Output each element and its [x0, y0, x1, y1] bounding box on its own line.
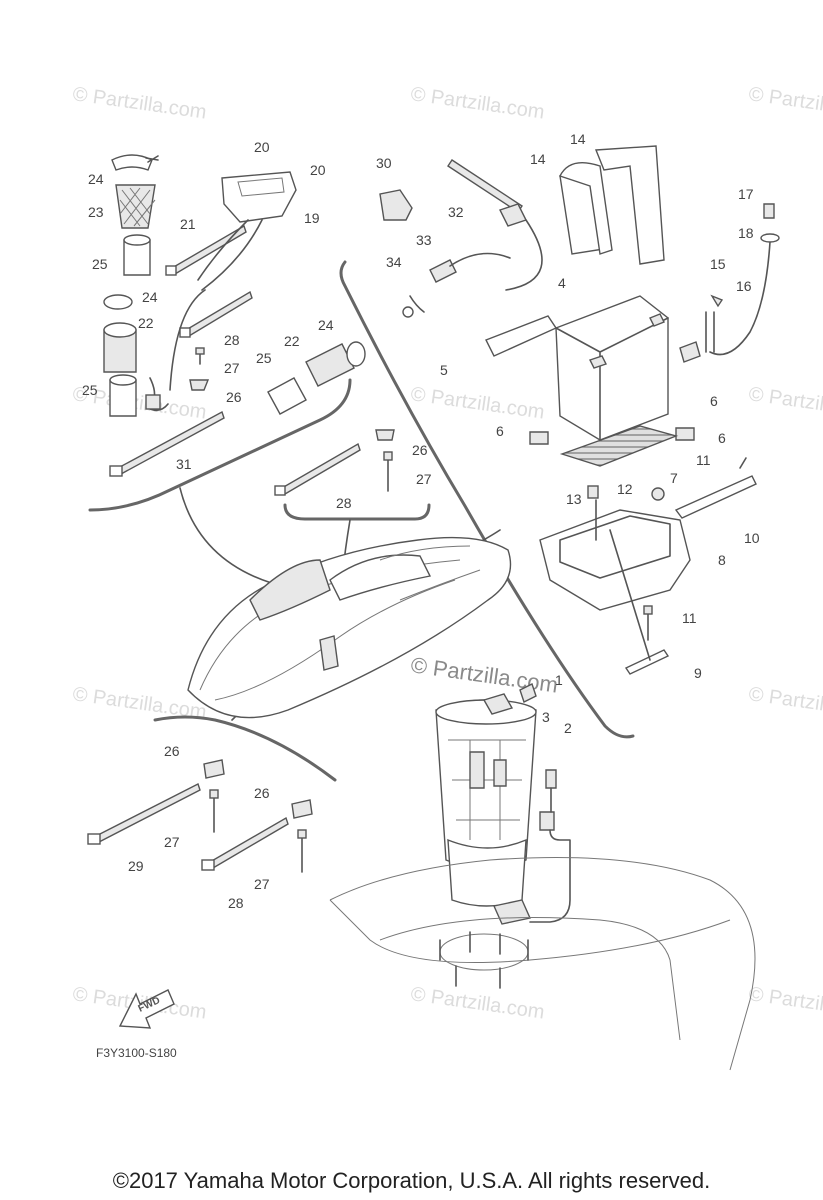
watermark: © Partzilla.com [409, 983, 546, 1024]
copyright-notice: ©2017 Yamaha Motor Corporation, U.S.A. A… [112, 1168, 711, 1193]
callout-label: 6 [496, 423, 504, 439]
callout-label: 6 [710, 393, 718, 409]
callout-label: 2 [564, 720, 572, 736]
group-brackets [88, 260, 635, 782]
callout-label: 8 [718, 552, 726, 568]
callout-label: 13 [566, 491, 582, 507]
callout-label: 20 [254, 139, 270, 155]
callout-label: 27 [224, 360, 240, 376]
callout-label: 32 [448, 204, 464, 220]
callout-label: 34 [386, 254, 402, 270]
watercraft [187, 536, 512, 719]
callout-label: 12 [617, 481, 633, 497]
watermark: © Partzilla.com [747, 83, 823, 124]
left-lower-parts [87, 759, 313, 873]
callout-label: 23 [88, 204, 104, 220]
callout-label: 30 [376, 155, 392, 171]
callout-label: 3 [542, 709, 550, 725]
watermark: © Partzilla.com [409, 383, 546, 424]
callout-label: 22 [284, 333, 300, 349]
callout-label: 7 [670, 470, 678, 486]
callout-label: 33 [416, 232, 432, 248]
callout-label: 29 [128, 858, 144, 874]
callout-label: 6 [718, 430, 726, 446]
callout-label: 25 [256, 350, 272, 366]
left-upper-parts [103, 154, 395, 496]
callout-label: 1 [555, 672, 563, 688]
callout-label: 14 [530, 151, 546, 167]
callout-label: 24 [142, 289, 158, 305]
callout-label: 28 [228, 895, 244, 911]
watermark: © Partzilla.com [747, 683, 823, 724]
callout-label: 27 [416, 471, 432, 487]
callout-label: 20 [310, 162, 326, 178]
callout-label: 17 [738, 186, 754, 202]
callout-label: 27 [254, 876, 270, 892]
callout-label: 25 [82, 382, 98, 398]
callout-label: 16 [736, 278, 752, 294]
callout-label: 26 [164, 743, 180, 759]
callout-label: 28 [336, 495, 352, 511]
battery-parts [379, 145, 780, 675]
callout-label: 26 [254, 785, 270, 801]
callout-label: 19 [304, 210, 320, 226]
center-watermark: © Partzilla.com [409, 652, 559, 697]
callout-label: 25 [92, 256, 108, 272]
callout-label: 21 [180, 216, 196, 232]
callout-label: 4 [558, 275, 566, 291]
ref-code: F3Y3100-S180 [96, 1046, 177, 1060]
callout-label: 10 [744, 530, 760, 546]
callout-label: 18 [738, 225, 754, 241]
callout-label: 5 [440, 362, 448, 378]
callout-label: 9 [694, 665, 702, 681]
callout-label: 31 [176, 456, 192, 472]
callout-label: 14 [570, 131, 586, 147]
watermark: © Partzilla.com [747, 983, 823, 1024]
callout-label: 22 [138, 315, 154, 331]
callout-label: 15 [710, 256, 726, 272]
watermark: © Partzilla.com [747, 383, 823, 424]
callout-label: 28 [224, 332, 240, 348]
watermark: © Partzilla.com [71, 83, 208, 124]
callout-numbers: 1 2 3 4 5 6 6 6 7 8 9 10 11 11 12 13 14 … [82, 131, 760, 911]
fuel-pump [329, 683, 756, 1071]
callout-label: 26 [412, 442, 428, 458]
callout-label: 24 [318, 317, 334, 333]
callout-label: 11 [682, 610, 697, 626]
callout-label: 27 [164, 834, 180, 850]
watermark: © Partzilla.com [409, 83, 546, 124]
callout-label: 24 [88, 171, 104, 187]
callout-label: 26 [226, 389, 242, 405]
callout-label: 11 [696, 452, 711, 468]
